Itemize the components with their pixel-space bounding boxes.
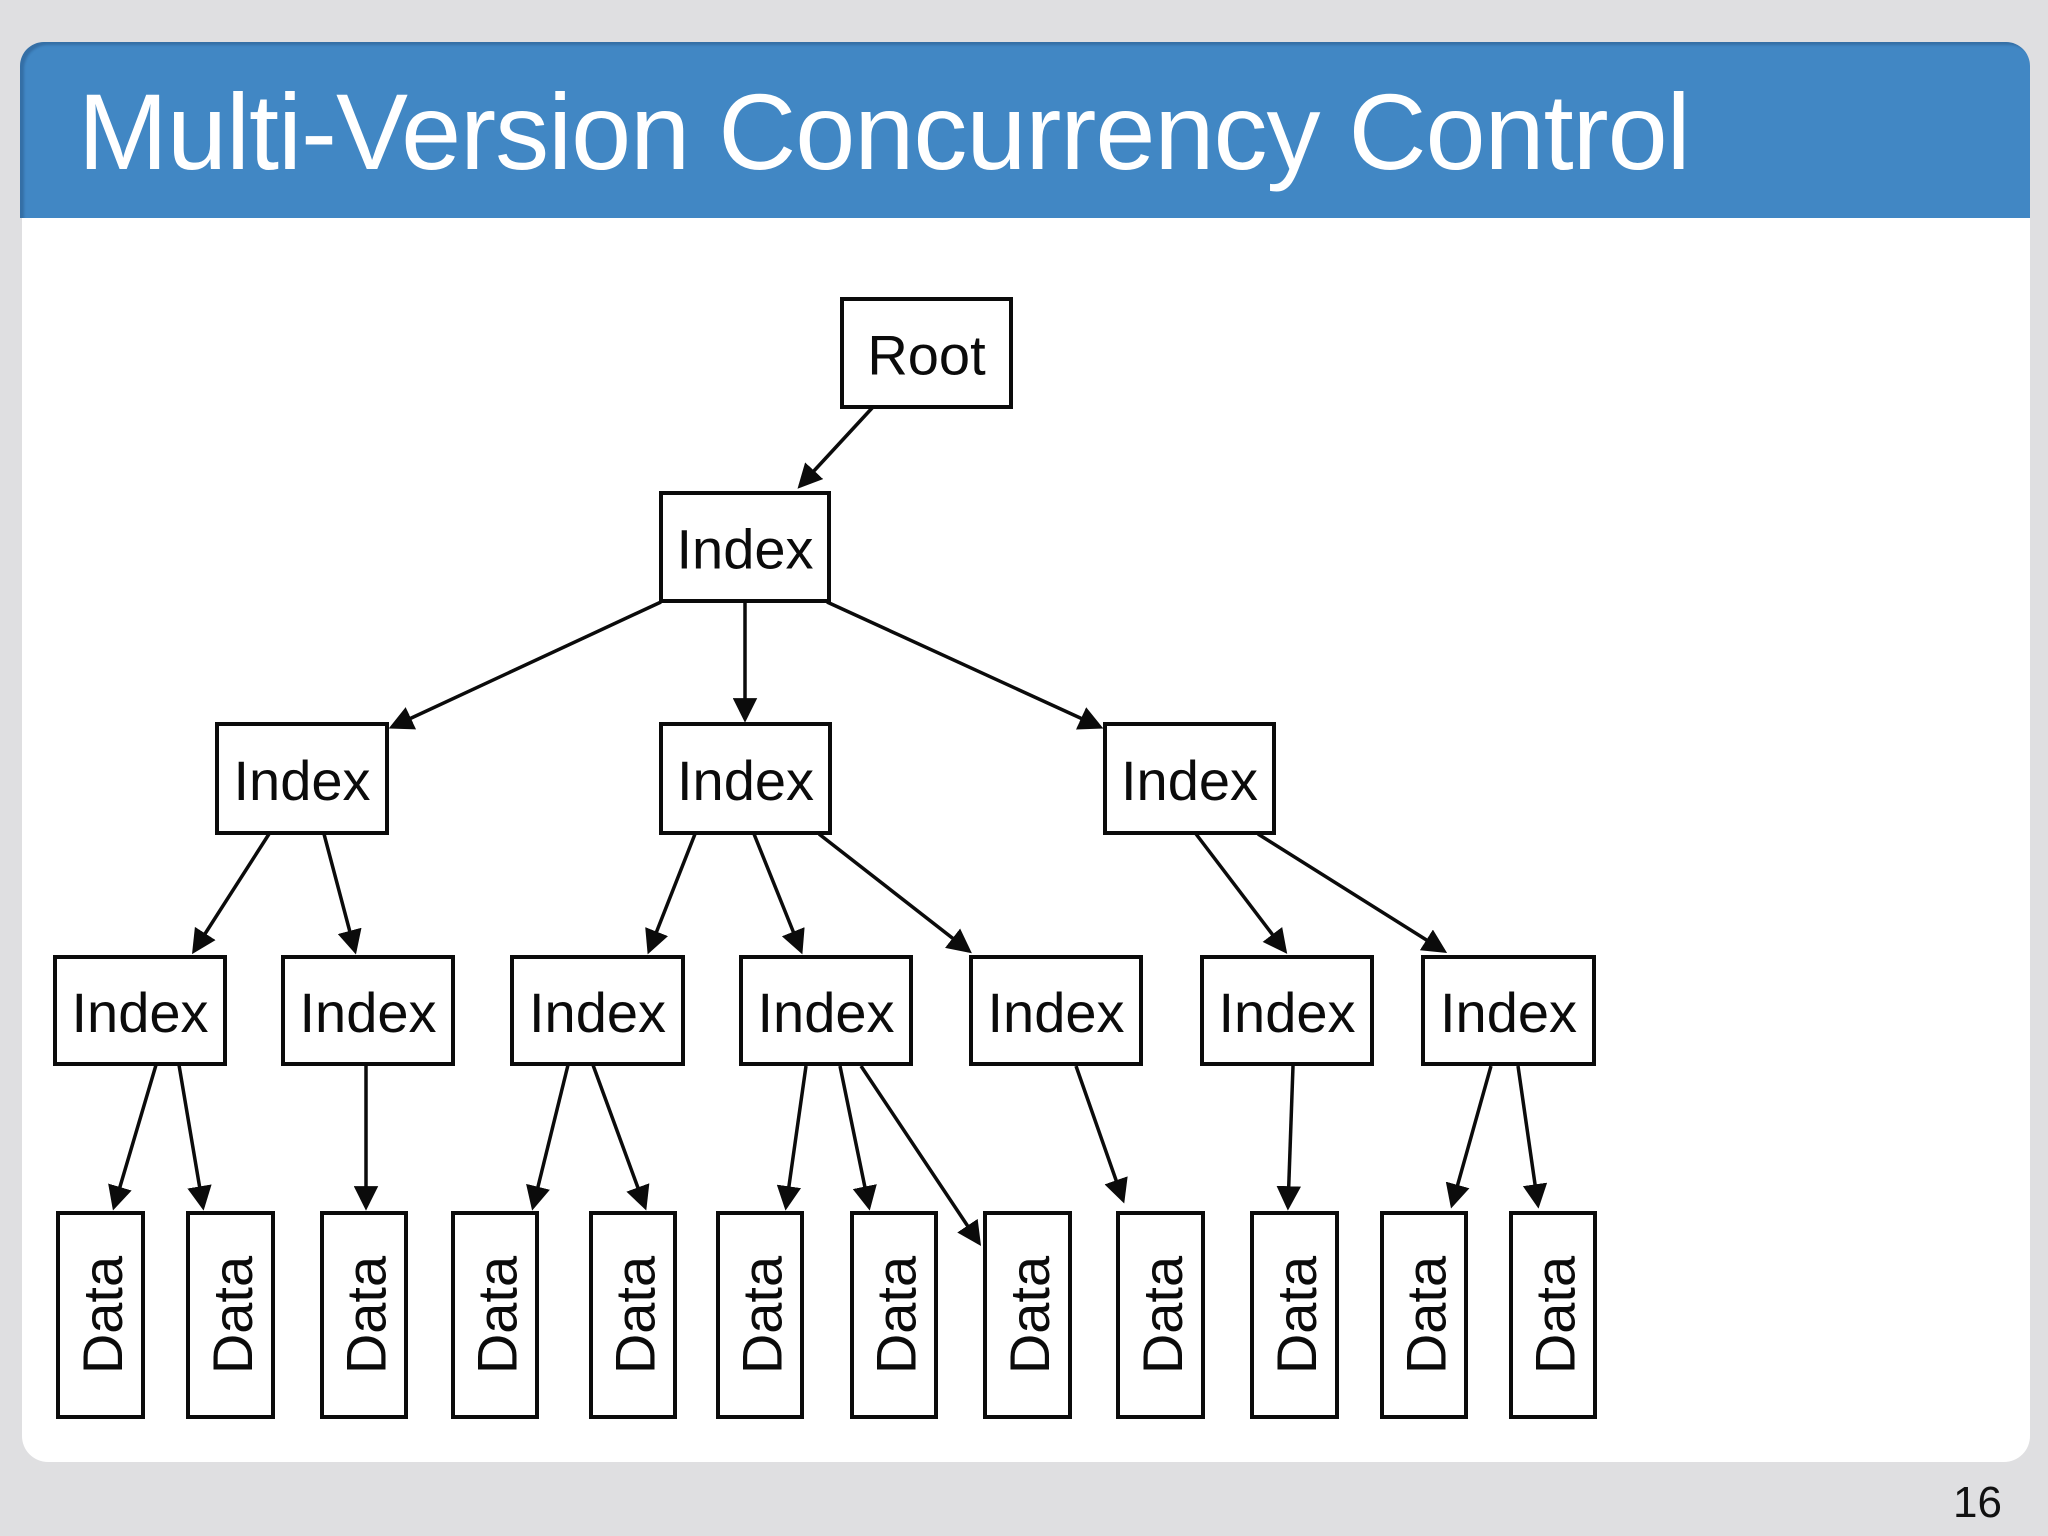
node-label: Data [335,1255,398,1374]
node-data-3: Data [320,1211,408,1419]
edge-index-3a-to-data-1 [108,1064,158,1211]
edge-index-3g-to-data-11 [1445,1065,1493,1209]
edge-index-2a-to-index-3b [322,833,362,955]
node-label: Index [529,981,666,1044]
node-index-2c: Index [1103,722,1276,835]
node-label: Root [867,324,986,387]
edge-index-3d-to-data-6 [776,1065,808,1211]
edge-index-3g-to-data-12 [1516,1065,1548,1209]
node-index-2b: Index [659,722,832,835]
node-index-1: Index [659,491,831,603]
node-label: Data [604,1255,667,1374]
node-label: Index [300,981,437,1044]
edge-index-2c-to-index-3f [1194,832,1288,954]
node-data-2: Data [186,1211,275,1419]
node-label: Data [466,1255,529,1374]
node-data-5: Data [589,1211,677,1419]
node-index-3e: Index [969,955,1143,1066]
node-label: Index [1219,981,1356,1044]
node-index-2a: Index [215,722,389,835]
node-label: Data [201,1255,264,1374]
node-data-10: Data [1250,1211,1339,1419]
node-data-6: Data [716,1211,804,1419]
node-label: Index [1121,749,1258,812]
node-label: Data [865,1255,928,1374]
edge-index-2b-to-index-3d [752,833,805,955]
node-data-9: Data [1116,1211,1205,1419]
node-index-3b: Index [281,955,455,1066]
edge-index-3d-to-data-8 [859,1065,982,1247]
edge-index-2c-to-index-3g [1257,832,1448,953]
node-index-3f: Index [1200,955,1374,1066]
node-index-3d: Index [739,955,913,1066]
node-label: Index [72,981,209,1044]
node-label: Index [677,518,814,581]
node-label: Data [1265,1255,1328,1374]
edge-index-1-to-index-2c [826,600,1104,730]
edge-index-3d-to-data-7 [838,1065,877,1211]
node-label: Data [1131,1255,1194,1374]
node-data-1: Data [56,1211,145,1419]
slide-title: Multi-Version Concurrency Control [78,71,1691,192]
node-label: Data [731,1255,794,1374]
edge-index-2b-to-index-3c [645,833,697,955]
node-label: Data [71,1255,134,1374]
edge-index-3c-to-data-4 [526,1064,570,1211]
node-data-12: Data [1509,1211,1597,1419]
node-data-4: Data [451,1211,539,1419]
edge-index-2a-to-index-3a [192,833,271,955]
node-label: Data [1524,1255,1587,1374]
node-data-11: Data [1380,1211,1468,1419]
node-root: Root [840,297,1013,409]
node-label: Index [1440,981,1577,1044]
node-data-7: Data [850,1211,938,1419]
node-label: Index [758,981,895,1044]
node-data-8: Data [983,1211,1072,1419]
edge-root-to-index-1 [797,405,875,489]
edge-index-3a-to-data-2 [177,1064,212,1211]
edge-index-3c-to-data-5 [591,1064,650,1211]
slide-title-bar: Multi-Version Concurrency Control [20,42,2030,218]
edge-index-1-to-index-2a [388,600,662,730]
node-label: Data [1395,1255,1458,1374]
node-index-3a: Index [53,955,227,1066]
edge-index-2b-to-index-3e [817,832,972,954]
node-label: Data [998,1255,1061,1374]
node-label: Index [234,749,371,812]
node-index-3c: Index [510,955,685,1066]
node-label: Index [677,749,814,812]
page-number: 16 [1953,1478,2002,1527]
node-label: Index [988,981,1125,1044]
node-index-3g: Index [1421,955,1596,1066]
edge-index-3f-to-data-10 [1276,1065,1301,1211]
edge-index-3e-to-data-9 [1074,1065,1128,1204]
